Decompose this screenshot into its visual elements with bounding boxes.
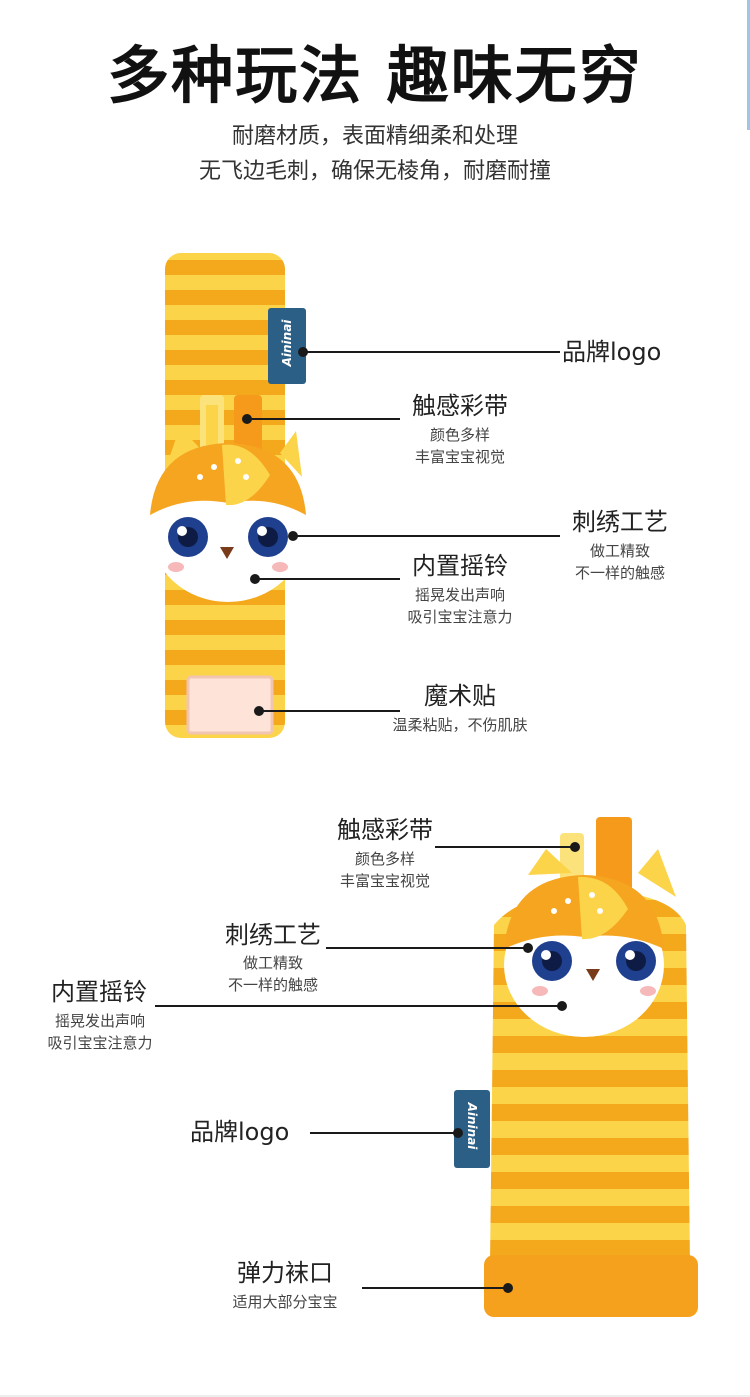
callout-dot	[570, 842, 580, 852]
wrist-rattle-image	[150, 253, 306, 738]
p2-desc-embroidery-1: 做工精致	[242, 954, 303, 972]
p1-desc-embroidery-2: 不一样的触感	[574, 564, 665, 582]
p2-label-elastic-cuff: 弹力袜口	[237, 1259, 333, 1287]
callout-line	[259, 710, 400, 712]
p2-label-rattle: 内置摇铃	[51, 978, 147, 1006]
p1-desc-ribbon-1: 颜色多样	[429, 426, 490, 444]
callout-line	[293, 535, 560, 537]
p1-desc-rattle-1: 摇晃发出声响	[414, 586, 505, 604]
callout-line	[155, 1005, 560, 1007]
callout-line	[435, 846, 573, 848]
p2-label-brand-logo: 品牌logo	[190, 1118, 290, 1146]
callout-line	[362, 1287, 507, 1289]
callout-dot	[503, 1283, 513, 1293]
callout-dot	[453, 1128, 463, 1138]
p1-label-embroidery: 刺绣工艺	[572, 508, 668, 536]
foot-rattle-sock-image	[484, 817, 698, 1317]
p1-desc-embroidery-1: 做工精致	[589, 542, 650, 560]
p2-label-embroidery: 刺绣工艺	[225, 921, 321, 949]
callout-line	[255, 578, 400, 580]
p1-label-velcro: 魔术贴	[424, 682, 496, 710]
p1-desc-rattle-2: 吸引宝宝注意力	[407, 608, 513, 626]
bottom-divider	[0, 1395, 750, 1397]
subtitle-line-2: 无飞边毛刺，确保无棱角，耐磨耐撞	[198, 159, 551, 184]
page-title: 多种玩法 趣味无穷	[107, 39, 643, 112]
p2-desc-rattle-1: 摇晃发出声响	[54, 1012, 145, 1030]
callout-line	[303, 351, 560, 353]
callout-line	[310, 1132, 457, 1134]
subtitle-line-1: 耐磨材质，表面精细柔和处理	[231, 124, 518, 149]
p2-desc-elastic-cuff: 适用大部分宝宝	[232, 1293, 338, 1311]
p2-label-ribbon: 触感彩带	[337, 816, 433, 844]
edge-accent	[747, 0, 750, 130]
p1-desc-ribbon-2: 丰富宝宝视觉	[414, 448, 505, 466]
brand-tag: Aininai	[268, 308, 306, 384]
p1-label-brand-logo: 品牌logo	[562, 338, 662, 366]
p1-desc-velcro: 温柔粘贴，不伤肌肤	[392, 716, 528, 734]
p1-label-rattle: 内置摇铃	[412, 552, 508, 580]
p2-desc-ribbon-2: 丰富宝宝视觉	[339, 872, 430, 890]
p2-desc-embroidery-2: 不一样的触感	[227, 976, 318, 994]
p1-label-ribbon: 触感彩带	[412, 392, 508, 420]
p2-desc-ribbon-1: 颜色多样	[354, 850, 415, 868]
callout-dot	[557, 1001, 567, 1011]
callout-line	[326, 947, 526, 949]
p2-desc-rattle-2: 吸引宝宝注意力	[47, 1034, 153, 1052]
callout-line	[247, 418, 400, 420]
callout-dot	[523, 943, 533, 953]
